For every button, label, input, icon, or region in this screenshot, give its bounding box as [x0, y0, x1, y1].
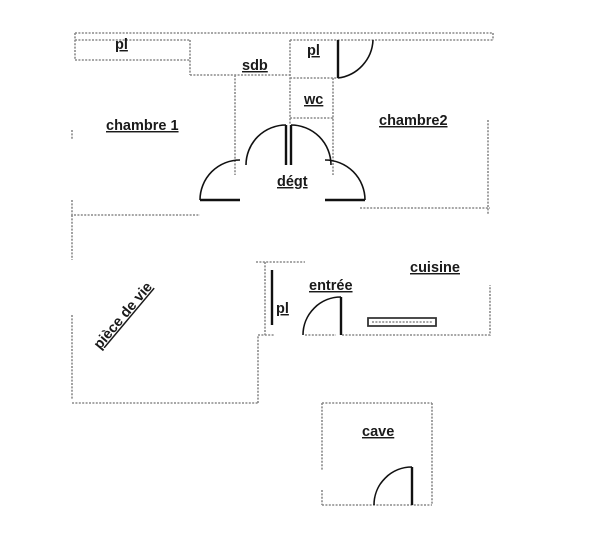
wall-right-upper [487, 33, 494, 215]
label-cuisine: cuisine [410, 260, 460, 276]
door-wc-arc [290, 124, 332, 166]
room-labels: pl sdb pl wc chambre 1 chambre2 dégt piè… [91, 37, 460, 440]
wall-living [71, 215, 305, 404]
door-entree-arc [302, 296, 342, 336]
wall-left-upper [71, 33, 76, 140]
label-chambre2: chambre2 [379, 113, 448, 129]
label-chambre1: chambre 1 [106, 118, 179, 134]
doors [199, 39, 414, 506]
wall-wc [290, 77, 338, 175]
counter [367, 317, 437, 327]
walls [71, 32, 494, 506]
label-sdb: sdb [242, 58, 268, 74]
label-pl-entree: pl [276, 301, 289, 317]
label-pl-top-center: pl [307, 43, 320, 59]
label-cave: cave [362, 424, 394, 440]
wall-pl-top-left [75, 40, 191, 75]
label-piece-de-vie: pièce de vie [91, 279, 156, 352]
wall-sdb [190, 40, 291, 175]
label-wc: wc [303, 92, 323, 108]
wall-cave [321, 402, 433, 506]
label-pl-top-left: pl [115, 37, 128, 53]
label-entree: entrée [309, 278, 353, 294]
door-degt-left-arc [199, 159, 241, 201]
wall-bedrooms-bottom [71, 200, 490, 216]
wall-entree [264, 262, 491, 336]
door-chambre1-arc [245, 124, 287, 166]
door-degt-right-arc [324, 159, 366, 201]
door-pl-top-arc [337, 39, 374, 79]
door-cave-arc [373, 466, 413, 506]
label-degt: dégt [277, 174, 308, 190]
